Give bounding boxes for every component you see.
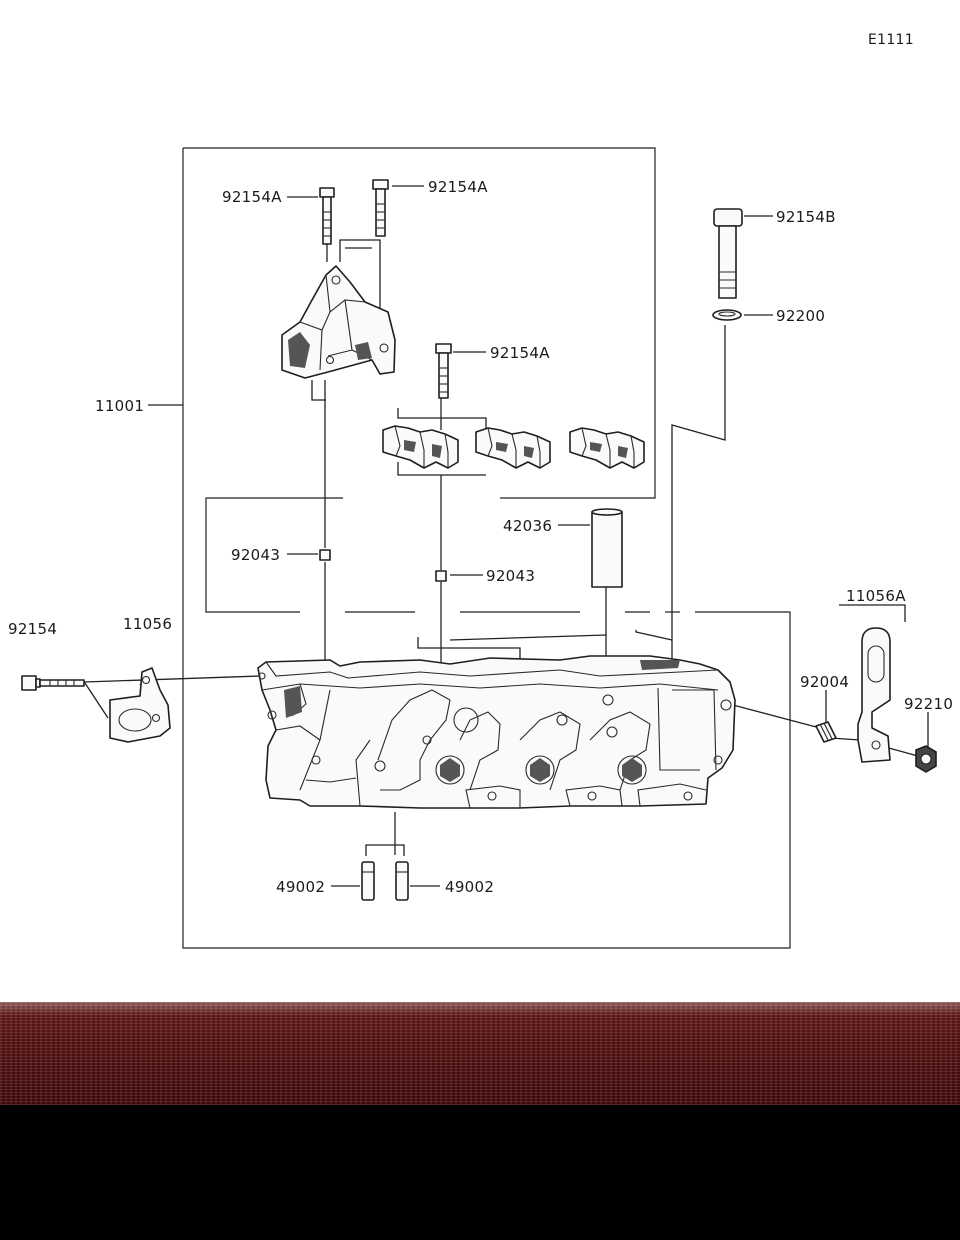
label-92004: 92004 bbox=[800, 673, 849, 691]
bracket-11056a bbox=[857, 627, 891, 763]
camshaft-cap-3 bbox=[569, 427, 645, 469]
washer-92200 bbox=[712, 309, 742, 321]
camshaft-holder-bracket bbox=[281, 265, 396, 379]
part-labels: 92154A 92154A 92154A 92154B 92200 11001 … bbox=[8, 178, 953, 896]
camshaft-cap-2 bbox=[475, 427, 551, 469]
bracket-11056 bbox=[109, 667, 171, 743]
label-11056a: 11056A bbox=[846, 587, 906, 605]
label-49002-right: 49002 bbox=[445, 878, 494, 896]
bolt-92154a-mid bbox=[435, 343, 452, 399]
label-92043-left: 92043 bbox=[231, 546, 280, 564]
bottom-black-band bbox=[0, 1105, 960, 1240]
side-bolt-92154 bbox=[21, 675, 85, 691]
guide-49002-right bbox=[395, 861, 409, 901]
label-92154b: 92154B bbox=[776, 208, 836, 226]
label-11001: 11001 bbox=[95, 397, 144, 415]
guide-49002-left bbox=[361, 861, 375, 901]
stud-92004 bbox=[815, 721, 837, 743]
label-42036: 42036 bbox=[503, 517, 552, 535]
bolt-92154a-left bbox=[319, 187, 335, 245]
nut-92210 bbox=[915, 745, 937, 773]
label-92200: 92200 bbox=[776, 307, 825, 325]
label-11056: 11056 bbox=[123, 615, 172, 633]
scan-noise-band bbox=[0, 1002, 960, 1105]
label-92210: 92210 bbox=[904, 695, 953, 713]
dowel-92043-right bbox=[435, 570, 447, 582]
camshaft-caps bbox=[382, 425, 645, 469]
bolt-92154a-right bbox=[372, 179, 389, 237]
tube-42036 bbox=[591, 508, 623, 588]
label-92154: 92154 bbox=[8, 620, 57, 638]
label-49002-left: 49002 bbox=[276, 878, 325, 896]
bolt-92154b bbox=[713, 208, 743, 299]
assembly-frame bbox=[148, 147, 791, 949]
label-92154a-right: 92154A bbox=[428, 178, 488, 196]
dowel-92043-left bbox=[319, 549, 331, 561]
label-92154a-left: 92154A bbox=[222, 188, 282, 206]
label-92043-right: 92043 bbox=[486, 567, 535, 585]
label-92154a-mid: 92154A bbox=[490, 344, 550, 362]
document-code: E1111 bbox=[868, 32, 914, 48]
camshaft-cap-1 bbox=[382, 425, 459, 469]
cylinder-head-11001 bbox=[257, 655, 736, 809]
